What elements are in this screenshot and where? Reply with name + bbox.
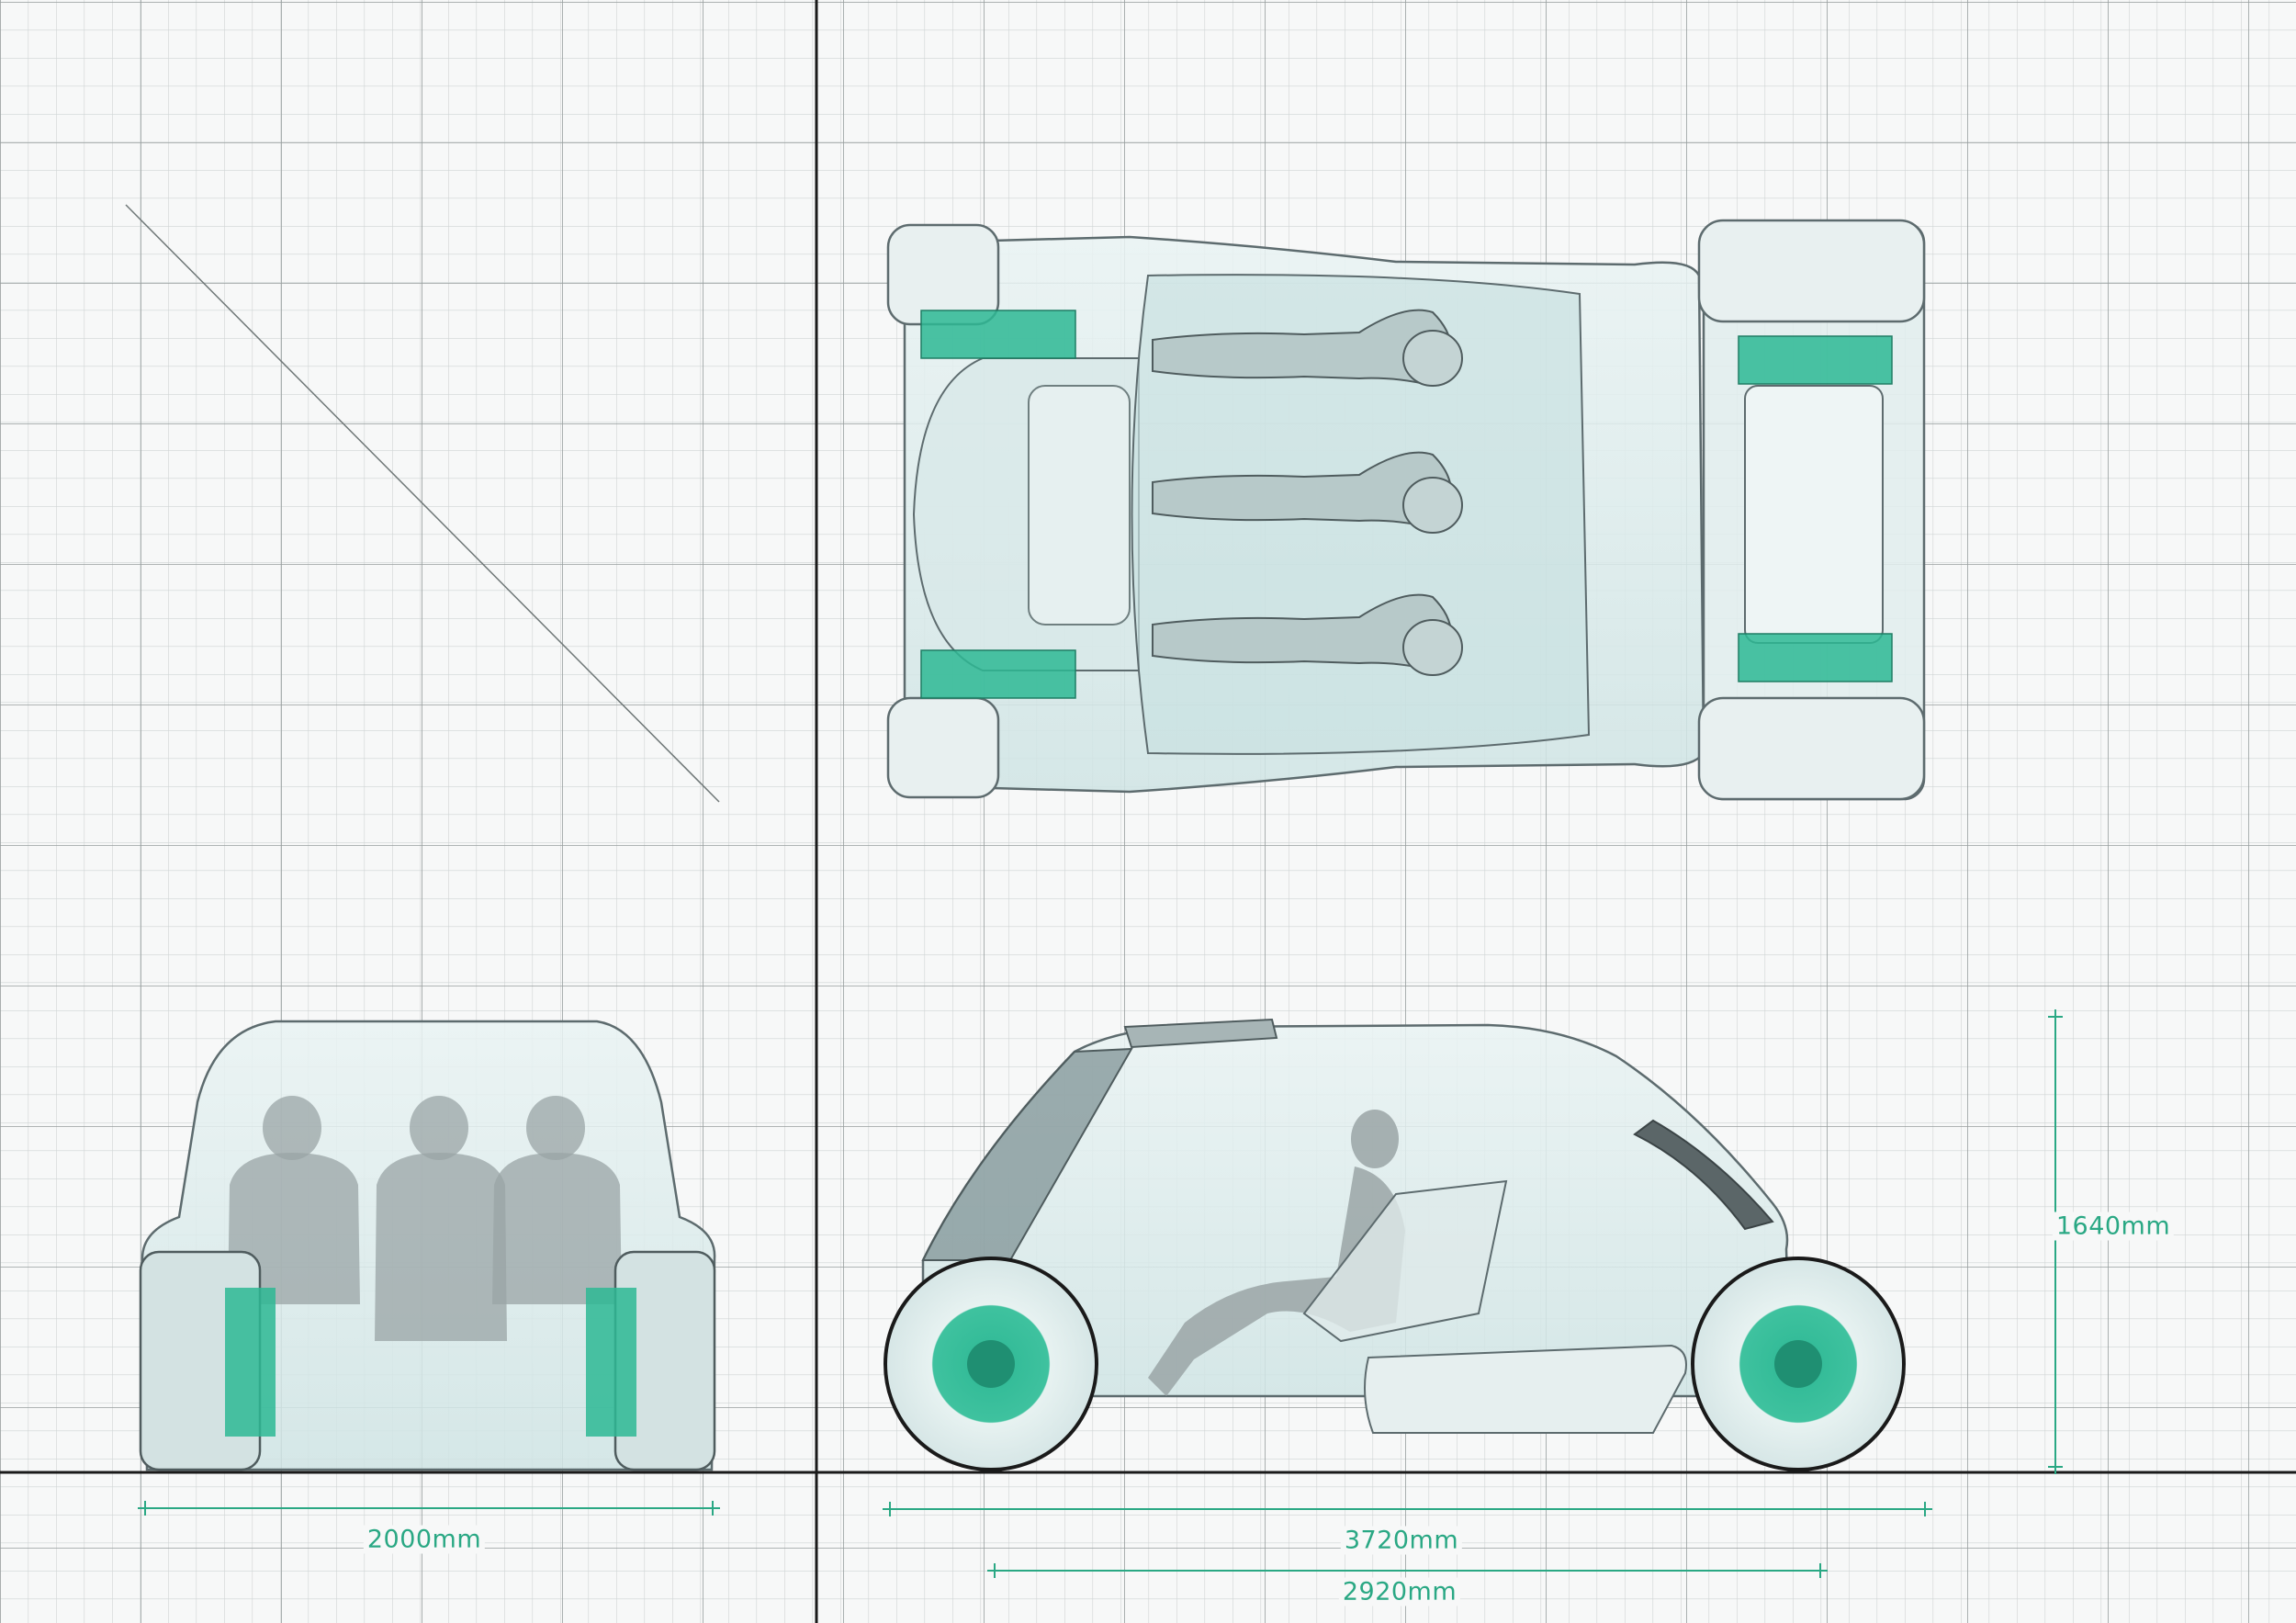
top-view-tires (886, 219, 1926, 801)
height-dimension-label: 1640mm (2052, 1212, 2175, 1241)
top-view-dashboard (1028, 385, 1131, 626)
dimension-lines (138, 1009, 2063, 1578)
overall-length-dimension-label: 3720mm (1340, 1526, 1463, 1555)
front-width-dimension-label: 2000mm (363, 1525, 486, 1554)
top-view-rear-motor (1744, 385, 1884, 644)
front-view-occupants (228, 1096, 622, 1341)
side-view-underbody (1364, 1344, 1687, 1434)
top-view-occupants (1152, 309, 1463, 676)
top-view-wheel-hubs (920, 310, 1893, 699)
wheelbase-dimension-label: 2920mm (1338, 1577, 1461, 1606)
side-view (884, 1018, 1906, 1471)
top-view (886, 219, 1926, 801)
side-view-front-wheel (884, 1257, 1098, 1471)
projection-diagonal-line (125, 204, 720, 803)
side-view-rear-wheel (1691, 1257, 1906, 1471)
front-view (139, 1020, 716, 1471)
side-view-rear-lamp (1633, 1119, 1774, 1231)
side-view-roof-visor (1123, 1018, 1278, 1049)
side-view-seat (1302, 1179, 1508, 1343)
front-view-wheel-hubs (225, 1288, 636, 1437)
side-view-driver (1148, 1110, 1405, 1396)
side-view-windscreen (921, 1047, 1133, 1261)
